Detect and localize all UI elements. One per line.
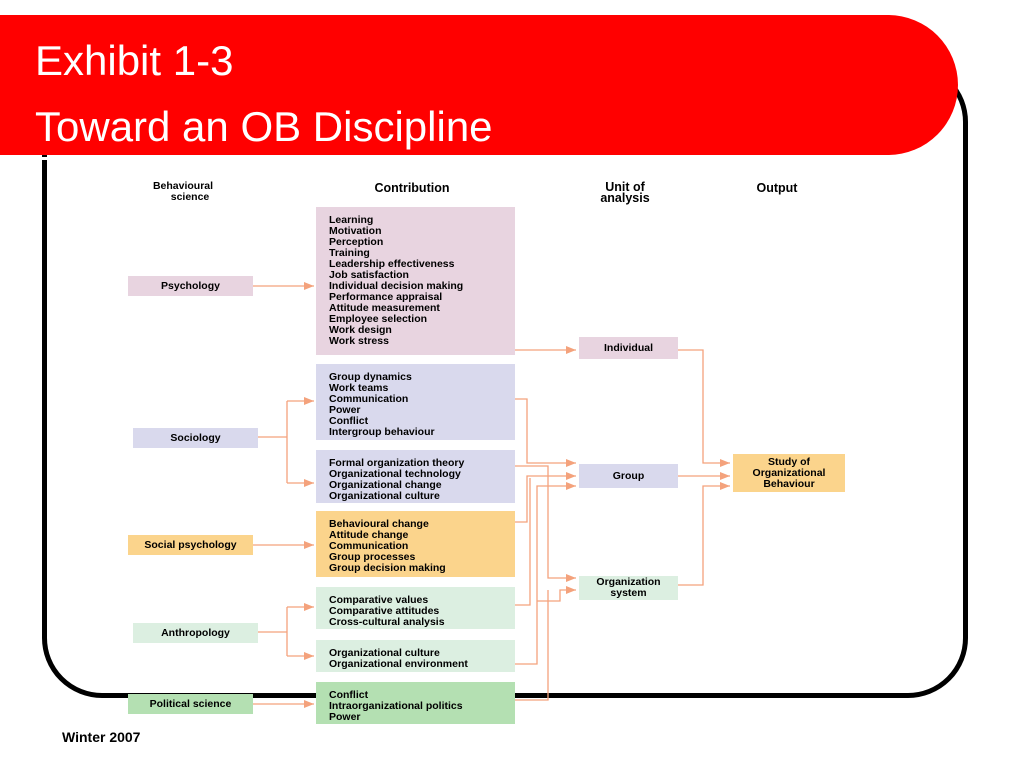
contribution-item: Training xyxy=(329,247,370,259)
slide-title-line1: Exhibit 1-3 xyxy=(35,37,234,84)
contribution-item: Organizational technology xyxy=(329,468,461,480)
science-social-psychology-label: Social psychology xyxy=(144,539,237,551)
arrow-socio-a-to-group xyxy=(515,398,576,467)
header-unit-of-analysis: Unit of analysis xyxy=(585,180,665,205)
contribution-anthropology-a: Comparative values Comparative attitudes… xyxy=(316,587,515,629)
contribution-item: Individual decision making xyxy=(329,280,464,292)
arrow-socialpsy-to-group xyxy=(515,472,576,523)
contribution-item: Perception xyxy=(329,236,384,248)
unit-individual: Individual xyxy=(579,337,678,359)
unit-organization-line1: Organization xyxy=(596,576,661,588)
output-study-of-ob: Study of Organizational Behaviour xyxy=(733,454,845,492)
science-social-psychology: Social psychology xyxy=(128,535,253,555)
contribution-item: Group processes xyxy=(329,551,416,563)
arrow-anthro-b-to-group xyxy=(515,482,576,665)
contribution-item: Intraorganizational politics xyxy=(329,700,463,712)
contribution-item: Comparative attitudes xyxy=(329,605,440,617)
contribution-social-psychology: Behavioural change Attitude change Commu… xyxy=(316,511,515,577)
unit-organization-system: Organization system xyxy=(579,576,678,600)
contribution-item: Power xyxy=(329,711,361,723)
arrow-individual-to-output xyxy=(678,349,730,467)
contribution-item: Comparative values xyxy=(329,594,429,606)
unit-individual-label: Individual xyxy=(603,341,653,354)
header-behavioural-science-line2: science xyxy=(170,191,210,203)
output-line2: Organizational xyxy=(752,466,826,479)
contribution-item: Work design xyxy=(329,324,392,336)
header-behavioural-science: Behavioural science xyxy=(146,181,220,203)
contribution-item: Organizational environment xyxy=(329,658,468,670)
contribution-item: Power xyxy=(329,404,361,416)
contribution-item: Performance appraisal xyxy=(329,291,443,303)
arrow-org-to-output xyxy=(678,482,730,586)
arrow-sociology-split xyxy=(258,401,288,483)
contribution-item: Group dynamics xyxy=(329,371,412,383)
contribution-psychology: Learning Motivation Perception Training … xyxy=(316,207,515,355)
footer-date: Winter 2007 xyxy=(62,729,141,745)
science-psychology: Psychology xyxy=(128,276,253,296)
contribution-political-science: Conflict Intraorganizational politics Po… xyxy=(316,682,515,724)
contribution-item: Work teams xyxy=(329,382,389,394)
contribution-item: Attitude change xyxy=(329,529,409,541)
arrow-anthro-a-to-group xyxy=(515,478,531,606)
output-line3: Behaviour xyxy=(763,477,815,490)
output-line1: Study of xyxy=(768,455,810,468)
contribution-item: Behavioural change xyxy=(329,518,429,530)
contribution-item: Organizational change xyxy=(329,479,442,491)
contribution-item: Organizational culture xyxy=(329,647,440,659)
arrow-anthropology-split xyxy=(258,607,288,656)
header-behavioural-science-line1: Behavioural xyxy=(152,180,214,192)
science-anthropology: Anthropology xyxy=(133,623,258,643)
science-political-science: Political science xyxy=(128,694,253,714)
contribution-item: Job satisfaction xyxy=(329,269,409,281)
title-underline xyxy=(0,157,905,160)
science-anthropology-label: Anthropology xyxy=(161,627,230,639)
contribution-item: Conflict xyxy=(329,689,369,701)
contribution-item: Leadership effectiveness xyxy=(329,258,455,270)
contribution-item: Communication xyxy=(329,393,409,405)
title-banner: Exhibit 1-3 Toward an OB Discipline xyxy=(0,15,958,160)
contribution-item: Intergroup behaviour xyxy=(329,426,435,438)
contribution-sociology-a: Group dynamics Work teams Communication … xyxy=(316,364,515,440)
contribution-item: Cross-cultural analysis xyxy=(329,616,445,628)
unit-group-label: Group xyxy=(612,469,645,482)
contribution-item: Conflict xyxy=(329,415,369,427)
contribution-item: Work stress xyxy=(329,335,389,347)
contribution-item: Group decision making xyxy=(329,562,446,574)
unit-organization-line2: system xyxy=(610,587,647,599)
science-political-science-label: Political science xyxy=(149,698,232,710)
contribution-item: Learning xyxy=(329,214,374,226)
arrow-polsci-to-org xyxy=(515,590,549,701)
header-unit-line1: Unit of xyxy=(605,180,645,194)
header-output: Output xyxy=(756,181,798,195)
science-sociology-label: Sociology xyxy=(170,432,221,444)
slide-title-line2: Toward an OB Discipline xyxy=(35,103,493,150)
arrow-socio-b-to-org xyxy=(515,465,576,582)
contribution-anthropology-b: Organizational culture Organizational en… xyxy=(316,640,515,672)
contribution-sociology-b: Formal organization theory Organizationa… xyxy=(316,450,515,503)
contribution-item: Organizational culture xyxy=(329,490,440,502)
arrow-anthro-b-to-org xyxy=(537,586,576,602)
contribution-item: Attitude measurement xyxy=(329,302,440,314)
science-psychology-label: Psychology xyxy=(161,280,220,292)
header-unit-line2: analysis xyxy=(600,191,650,205)
unit-group: Group xyxy=(579,464,678,488)
science-sociology: Sociology xyxy=(133,428,258,448)
contribution-item: Motivation xyxy=(329,225,382,237)
contribution-item: Communication xyxy=(329,540,409,552)
header-contribution: Contribution xyxy=(374,181,450,195)
contribution-item: Employee selection xyxy=(329,313,428,325)
contribution-item: Formal organization theory xyxy=(329,457,465,469)
